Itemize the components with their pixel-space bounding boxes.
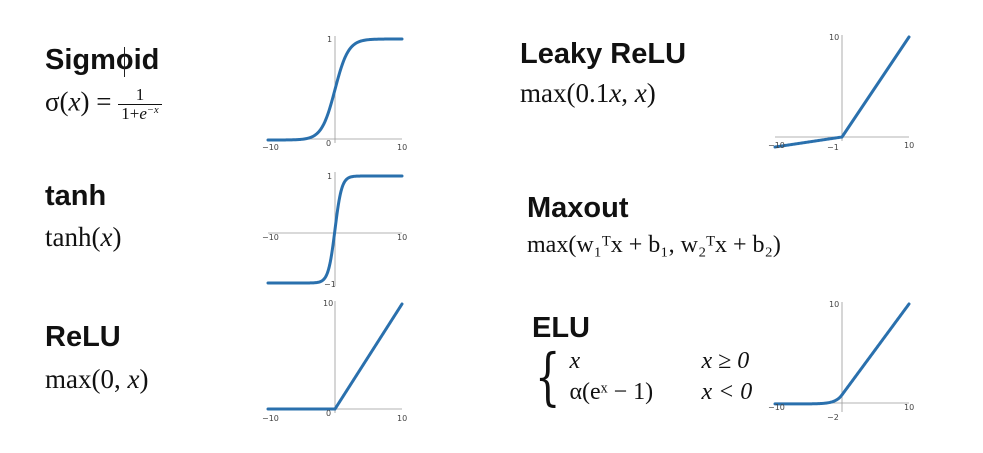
leaky-tick-x-center: −1 [827, 143, 839, 152]
relu-curve [266, 302, 404, 411]
relu-formula-prefix: max(0, [45, 364, 128, 394]
tanh-tick-x-left: −10 [262, 233, 279, 242]
tanh-formula: tanh(x) [45, 222, 121, 253]
sigmoid-formula-prefix: σ( [45, 86, 69, 117]
leaky-tick-x-right: 10 [904, 141, 914, 150]
elu-case-rows: x x ≥ 0 α(eˣ − 1) x < 0 [569, 348, 752, 406]
sigmoid-tick-x-right: 10 [397, 143, 407, 152]
relu-tick-y-top: 10 [323, 299, 333, 308]
leaky-formula-mid: , [621, 78, 635, 108]
leaky-formula-var2: x [634, 78, 647, 108]
sigmoid-formula-mid: ) = [80, 86, 119, 117]
leaky-formula-prefix: max(0.1 [520, 78, 610, 108]
relu-formula-suffix: ) [139, 364, 149, 394]
sigmoid-den-base: 1+ [121, 103, 140, 123]
elu-case2-cond: x < 0 [701, 379, 753, 405]
elu-plot: −10 −2 10 10 [768, 300, 914, 422]
leaky-relu-plot: −10 −1 10 10 [768, 33, 914, 152]
tanh-curve [266, 174, 404, 285]
elu-tick-y-top: 10 [829, 300, 839, 309]
elu-case2-expr: α(eˣ − 1) [569, 379, 654, 405]
sigmoid-den-e: e [139, 103, 147, 123]
leaky-formula-suffix: ) [646, 78, 656, 108]
elu-tick-x-center: −2 [827, 413, 839, 422]
tanh-formula-prefix: tanh( [45, 222, 101, 252]
maxout-formula: max(w₁ᵀx + b₁, w₂ᵀx + b₂) [527, 232, 781, 258]
tanh-plot: −10 10 1 −1 [262, 172, 407, 289]
elu-case1-cond: x ≥ 0 [701, 348, 750, 374]
tanh-formula-suffix: ) [112, 222, 122, 252]
elu-formula: { x x ≥ 0 α(eˣ − 1) x < 0 [528, 346, 752, 408]
tanh-title: tanh [45, 180, 107, 212]
leaky-tick-y-top: 10 [829, 33, 839, 42]
sigmoid-numerator: 1 [118, 86, 162, 105]
leaky-relu-formula: max(0.1x, x) [520, 78, 656, 109]
relu-plot: −10 0 10 10 [262, 299, 407, 423]
elu-curve [773, 302, 911, 406]
sigmoid-formula-var: x [68, 86, 81, 117]
maxout-title: Maxout [527, 192, 629, 224]
leaky-relu-title: Leaky ReLU [520, 38, 687, 70]
sigmoid-curve [266, 37, 404, 142]
leaky-tick-x-left: −10 [768, 141, 785, 150]
relu-tick-x-right: 10 [397, 414, 407, 423]
sigmoid-plot: −10 0 10 1 [262, 35, 407, 152]
tanh-formula-var: x [100, 222, 113, 252]
tanh-tick-y-bottom: −1 [324, 280, 336, 289]
elu-tick-x-right: 10 [904, 403, 914, 412]
tanh-tick-y-top: 1 [327, 172, 332, 181]
sigmoid-title: Sigmoid [45, 44, 160, 76]
relu-tick-x-left: −10 [262, 414, 279, 423]
text-cursor [124, 47, 125, 77]
elu-tick-x-left: −10 [768, 403, 785, 412]
sigmoid-den-exp: −x [146, 105, 159, 117]
sigmoid-tick-x-left: −10 [262, 143, 279, 152]
sigmoid-tick-y-top: 1 [327, 35, 332, 44]
elu-case1-expr: x [569, 348, 581, 374]
leaky-formula-var: x [609, 78, 622, 108]
relu-formula-var: x [127, 364, 140, 394]
leaky-relu-curve [773, 35, 911, 149]
sigmoid-tick-x-center: 0 [326, 139, 331, 148]
relu-formula: max(0, x) [45, 364, 148, 395]
elu-cases: { x x ≥ 0 α(eˣ − 1) x < 0 [528, 346, 752, 408]
relu-tick-x-center: 0 [326, 409, 331, 418]
tanh-tick-x-right: 10 [397, 233, 407, 242]
elu-title: ELU [532, 312, 590, 344]
elu-brace: { [534, 340, 561, 413]
relu-title: ReLU [45, 321, 121, 353]
sigmoid-denominator: 1+e−x [118, 103, 161, 123]
